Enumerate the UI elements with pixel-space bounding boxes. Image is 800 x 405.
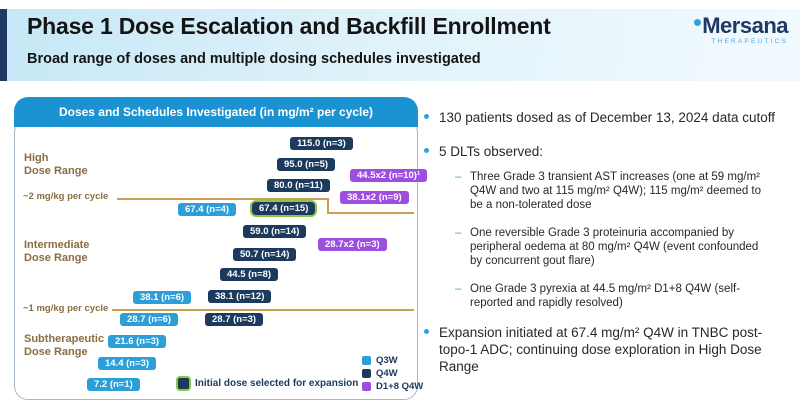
bullet-dot-icon bbox=[424, 324, 439, 376]
header-accent-strip bbox=[0, 9, 7, 81]
dose-bar: 21.6 (n=3) bbox=[108, 335, 167, 348]
dose-bar: 44.5 (n=8) bbox=[220, 268, 279, 281]
mersana-logo: Mersana THERAPEUTICS bbox=[694, 15, 788, 46]
logo-dot-icon bbox=[694, 19, 702, 26]
bullet-text: Expansion initiated at 67.4 mg/m² Q4W in… bbox=[439, 324, 763, 375]
legend-label: Q3W bbox=[376, 355, 398, 366]
dose-bar: 59.0 (n=14) bbox=[243, 225, 307, 238]
dose-bar: 28.7 (n=3) bbox=[205, 313, 264, 326]
threshold-line bbox=[112, 309, 414, 311]
sub-bullet-item: –One reversible Grade 3 proteinuria acco… bbox=[455, 226, 788, 269]
dose-bar: 38.1 (n=6) bbox=[133, 291, 192, 304]
dose-bar: 44.5x2 (n=10)¹ bbox=[350, 169, 428, 182]
legend-label: D1+8 Q4W bbox=[376, 381, 424, 392]
legend-swatch-icon bbox=[362, 382, 371, 391]
chart-title-banner: Doses and Schedules Investigated (in mg/… bbox=[14, 97, 418, 127]
threshold-line bbox=[327, 212, 414, 214]
highlight-legend-label: Initial dose selected for expansion bbox=[195, 378, 359, 389]
legend-swatch-icon bbox=[362, 369, 371, 378]
bullet-text: 130 patients dosed as of December 13, 20… bbox=[439, 110, 775, 125]
dose-bar: 7.2 (n=1) bbox=[87, 378, 140, 391]
dose-range-label: Subtherapeutic Dose Range bbox=[24, 333, 105, 359]
highlight-legend-icon bbox=[176, 376, 191, 391]
sub-bullet-dash-icon: – bbox=[455, 226, 462, 239]
logo-wordmark: Mersana bbox=[702, 13, 788, 38]
legend-item: Q3W bbox=[362, 355, 398, 366]
dose-bar: 38.1 (n=12) bbox=[208, 290, 272, 303]
dose-bar: 80.0 (n=11) bbox=[267, 179, 330, 192]
bullet-text: 5 DLTs observed: bbox=[439, 144, 544, 160]
threshold-line bbox=[117, 198, 327, 200]
dose-range-label: High Dose Range bbox=[24, 152, 88, 178]
sub-bullet-dash-icon: – bbox=[455, 170, 462, 183]
threshold-label: ~2 mg/kg per cycle bbox=[23, 191, 109, 202]
chart-title: Doses and Schedules Investigated (in mg/… bbox=[58, 105, 374, 119]
bullet-item: Expansion initiated at 67.4 mg/m² Q4W in… bbox=[424, 324, 788, 376]
dose-bar: 50.7 (n=14) bbox=[233, 248, 297, 261]
dose-bar: 95.0 (n=5) bbox=[277, 158, 336, 171]
dose-range-label: Intermediate Dose Range bbox=[24, 239, 90, 265]
sub-bullet-group: –Three Grade 3 transient AST increases (… bbox=[424, 170, 788, 311]
dose-chart-panel: Doses and Schedules Investigated (in mg/… bbox=[14, 97, 428, 400]
header-band bbox=[7, 9, 800, 81]
threshold-label: ~1 mg/kg per cycle bbox=[23, 303, 109, 314]
dose-bar: 28.7 (n=6) bbox=[120, 313, 179, 326]
bullet-item: 5 DLTs observed: bbox=[424, 143, 788, 160]
sub-bullet-dash-icon: – bbox=[455, 282, 462, 295]
page-subtitle: Broad range of doses and multiple dosing… bbox=[27, 51, 481, 67]
legend-label: Q4W bbox=[376, 368, 398, 379]
dose-bar: 67.4 (n=4) bbox=[178, 203, 237, 216]
dose-bar: 67.4 (n=15) bbox=[250, 200, 318, 217]
logo-tagline: THERAPEUTICS bbox=[711, 38, 788, 45]
legend-item: D1+8 Q4W bbox=[362, 381, 423, 392]
chart-body bbox=[14, 119, 418, 400]
threshold-line bbox=[327, 198, 329, 212]
sub-bullet-text: Three Grade 3 transient AST increases (o… bbox=[470, 170, 762, 212]
bullet-list: 130 patients dosed as of December 13, 20… bbox=[424, 103, 788, 375]
dose-bar: 38.1x2 (n=9) bbox=[340, 191, 409, 204]
legend-item: Q4W bbox=[362, 368, 398, 379]
sub-bullet-item: –One Grade 3 pyrexia at 44.5 mg/m² D1+8 … bbox=[455, 282, 788, 311]
bullet-item: 130 patients dosed as of December 13, 20… bbox=[424, 109, 788, 126]
bullet-dot-icon bbox=[424, 109, 439, 126]
page-title: Phase 1 Dose Escalation and Backfill Enr… bbox=[27, 13, 551, 39]
legend-swatch-icon bbox=[362, 356, 371, 365]
dose-bar: 28.7x2 (n=3) bbox=[318, 238, 387, 251]
sub-bullet-text: One Grade 3 pyrexia at 44.5 mg/m² D1+8 Q… bbox=[470, 282, 741, 310]
sub-bullet-item: –Three Grade 3 transient AST increases (… bbox=[455, 170, 788, 213]
sub-bullet-text: One reversible Grade 3 proteinuria accom… bbox=[470, 226, 759, 268]
bullet-dot-icon bbox=[424, 143, 439, 160]
dose-bar: 14.4 (n=3) bbox=[98, 357, 157, 370]
dose-bar: 115.0 (n=3) bbox=[290, 137, 353, 150]
